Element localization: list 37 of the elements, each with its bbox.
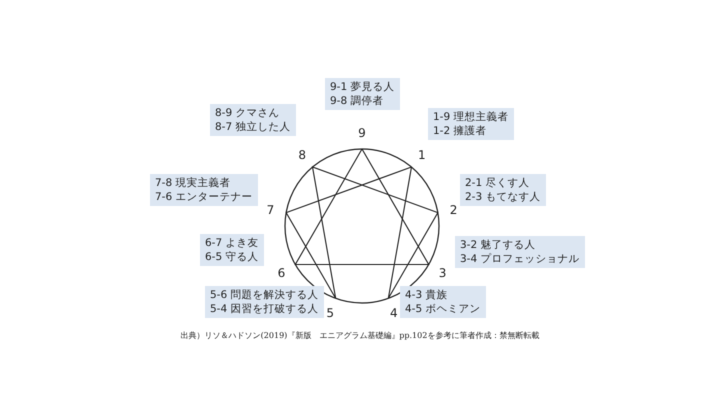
wing-type-text: 6-5 守る人 (205, 250, 258, 264)
point-number: 5 (326, 306, 334, 320)
wing-type-text: 9-1 夢見る人 (330, 80, 394, 94)
wing-type-text: 6-7 よき友 (205, 236, 258, 250)
source-caption: 出典）リソ＆ハドソン(2019)『新版 エニアグラム基礎編』pp.102を参考に筆者作成：禁無断転載 (180, 331, 540, 340)
wing-type-text: 3-4 プロフェッショナル (460, 252, 580, 266)
wing-type-text: 4-3 貴族 (405, 288, 448, 302)
wing-type-text: 1-2 擁護者 (433, 124, 488, 138)
wing-type-text: 2-1 尽くす人 (465, 176, 530, 190)
type-label-box (325, 78, 400, 110)
point-number: 4 (390, 306, 398, 320)
type-label-box (205, 286, 324, 318)
wing-type-text: 9-8 調停者 (330, 94, 384, 108)
point-number: 1 (418, 148, 426, 162)
point-number: 9 (358, 126, 366, 140)
type-label-box (455, 236, 584, 268)
wing-type-text: 7-6 エンターテナー (155, 190, 252, 204)
point-number: 3 (438, 266, 446, 280)
wing-type-text: 7-8 現実主義者 (155, 176, 232, 190)
point-number: 8 (298, 148, 306, 162)
wing-type-text: 4-5 ボヘミアン (405, 302, 480, 316)
wing-type-text: 8-7 独立した人 (215, 120, 290, 134)
wing-type-text: 1-9 理想主義者 (433, 110, 508, 124)
wing-type-text: 5-4 因習を打破する人 (210, 302, 318, 316)
point-number: 6 (278, 266, 286, 280)
point-number: 7 (266, 202, 274, 217)
type-label-box (460, 174, 546, 206)
point-number: 2 (450, 202, 458, 217)
wing-type-text: 2-3 もてなす人 (465, 190, 540, 204)
type-label-box (428, 108, 514, 140)
wing-type-text: 8-9 クマさん (215, 106, 280, 120)
wing-type-text: 5-6 問題を解決する人 (210, 288, 318, 302)
type-label-box (400, 286, 486, 318)
type-label-box (200, 234, 264, 266)
wing-type-text: 3-2 魅了する人 (460, 238, 536, 252)
type-label-box (210, 104, 296, 136)
type-label-box (150, 174, 258, 206)
